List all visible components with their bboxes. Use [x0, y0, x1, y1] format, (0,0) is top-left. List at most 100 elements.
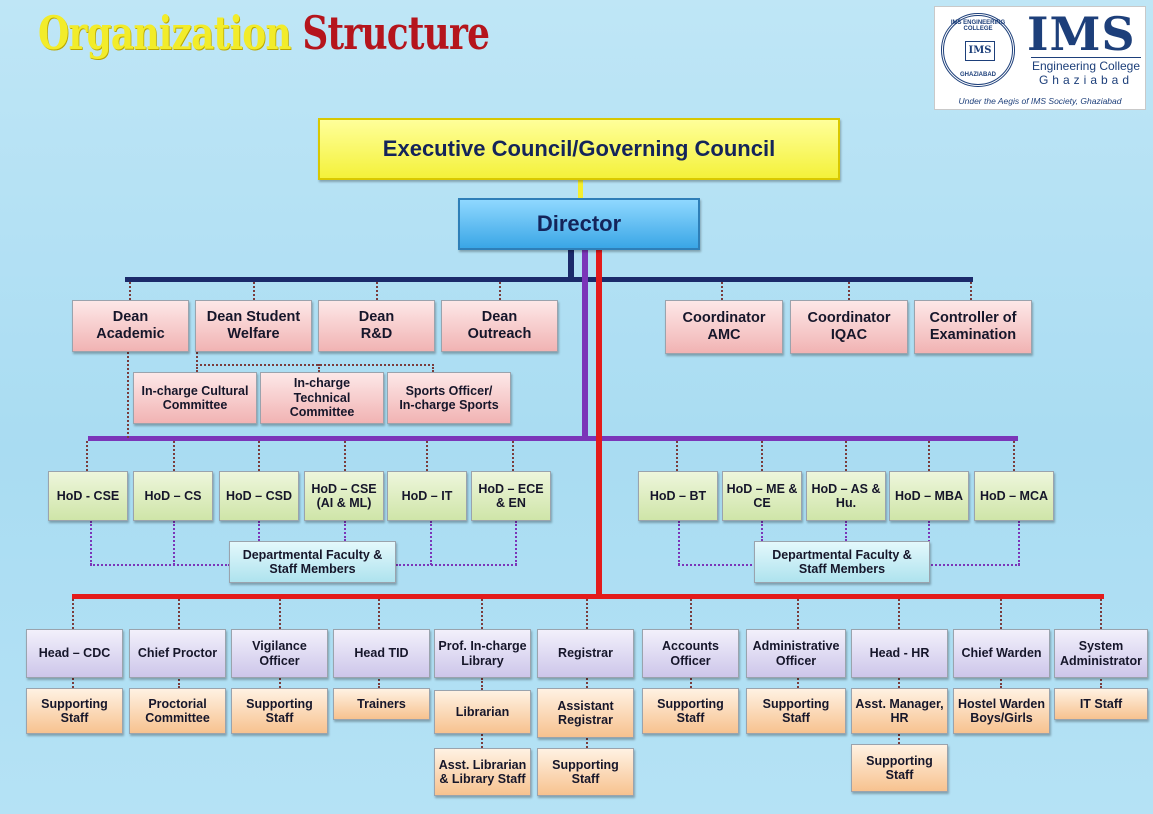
officer-branch-line [72, 594, 1104, 599]
dean-line2: Welfare [227, 326, 280, 342]
head-line1: Chief Warden [961, 646, 1042, 661]
asst-manager-hr-box: Asst. Manager,HR [851, 688, 948, 734]
hod-line1: HoD – BT [649, 488, 707, 503]
faculty-line1: Departmental Faculty & [772, 547, 912, 562]
head-line1: Head – CDC [38, 646, 111, 661]
hod-branch-line [88, 436, 1018, 441]
hod-line1: HoD – IT [401, 488, 453, 503]
staff-line1: Supporting [552, 757, 619, 772]
head-cdc-box: Head – CDC [26, 629, 123, 678]
head-line2: Administrator [1060, 653, 1142, 668]
staff-line1: Supporting [762, 696, 830, 711]
director-purple-connector [582, 250, 588, 440]
hod-cse-aiml-box: HoD – CSE(AI & ML) [304, 471, 384, 521]
coord-line1: Coordinator [682, 310, 766, 327]
head-line2: Officer [775, 653, 817, 668]
hod-bt-box: HoD – BT [638, 471, 718, 521]
hod-mca-box: HoD – MCA [974, 471, 1054, 521]
head-line2: Library [461, 653, 504, 668]
college-seal: IMS ENGINEERING COLLEGE IMS GHAZIABAD [941, 13, 1015, 87]
staff-line1: Hostel Warden [957, 696, 1046, 711]
staff-line2: Boys/Girls [970, 711, 1033, 725]
director-box: Director [458, 198, 700, 250]
exec-director-connector [578, 180, 583, 198]
coord-line1: Coordinator [807, 310, 891, 327]
seal-monogram: IMS [965, 41, 995, 61]
head-line1: Head - HR [869, 646, 930, 661]
hod-line1: HoD – CSD [226, 488, 292, 503]
hod-csd-box: HoD – CSD [219, 471, 299, 521]
faculty-line1: Departmental Faculty & [242, 547, 383, 562]
staff-line2: Staff [676, 711, 705, 725]
head-line1: Vigilance [252, 639, 307, 654]
head-line1: Accounts [662, 639, 719, 654]
staff-line1: Supporting [41, 696, 108, 711]
staff-line2: Committee [145, 711, 210, 725]
head-line1: Chief Proctor [137, 646, 218, 661]
logo-subtitle: Engineering College [1031, 57, 1141, 73]
chief-warden-box: Chief Warden [953, 629, 1050, 678]
executive-council-label: Executive Council/Governing Council [382, 136, 776, 162]
head-line1: Registrar [558, 646, 613, 661]
trainers-box: Trainers [333, 688, 430, 720]
page-title: Organization Structure [38, 6, 490, 60]
staff-line1: Proctorial [148, 696, 207, 711]
incharge-line2: In-charge Sports [399, 398, 499, 412]
hod-line1: HoD – ECE [478, 481, 544, 496]
seal-bottom-text: GHAZIABAD [960, 72, 996, 78]
head-hr-box: Head - HR [851, 629, 948, 678]
staff-line2: Registrar [558, 713, 613, 727]
dean-branch-line [125, 277, 973, 282]
hod-line1: HoD – ME & [726, 481, 798, 496]
hod-line1: HoD – MCA [979, 488, 1049, 503]
coord-line2: Examination [929, 327, 1017, 343]
departmental-faculty-left-box: Departmental Faculty &Staff Members [229, 541, 396, 583]
dean-line2: R&D [360, 326, 393, 342]
title-word-2: Structure [302, 6, 490, 60]
director-navy-connector [568, 250, 574, 280]
hod-it-box: HoD – IT [387, 471, 467, 521]
hod-cse-box: HoD - CSE [48, 471, 128, 521]
staff-line1: Assistant [557, 698, 614, 713]
hod-mba-box: HoD – MBA [889, 471, 969, 521]
head-line1: Head TID [354, 646, 409, 661]
hod-line1: HoD – CS [144, 488, 202, 503]
incharge-line1: In-charge Technical [293, 376, 351, 405]
director-label: Director [536, 211, 622, 237]
it-staff-box: IT Staff [1054, 688, 1148, 720]
hod-cs-box: HoD – CS [133, 471, 213, 521]
incharge-line1: In-charge Cultural [141, 383, 249, 398]
head-tid-box: Head TID [333, 629, 430, 678]
executive-council-box: Executive Council/Governing Council [318, 118, 840, 180]
director-red-connector [596, 250, 602, 598]
incharge-line2: Committee [289, 405, 355, 420]
librarian-box: Librarian [434, 690, 531, 734]
staff-line2: HR [890, 711, 909, 725]
chief-proctor-box: Chief Proctor [129, 629, 226, 678]
hod-as-hu-box: HoD – AS &Hu. [806, 471, 886, 521]
head-line1: Prof. In-charge [438, 639, 527, 654]
head-line2: Officer [259, 653, 300, 668]
staff-line2: Staff [885, 768, 914, 782]
staff-line2: Staff [60, 711, 89, 725]
faculty-line2: Staff Members [269, 562, 356, 576]
hod-line2: & EN [496, 496, 526, 510]
staff-line2: Staff [571, 772, 600, 786]
